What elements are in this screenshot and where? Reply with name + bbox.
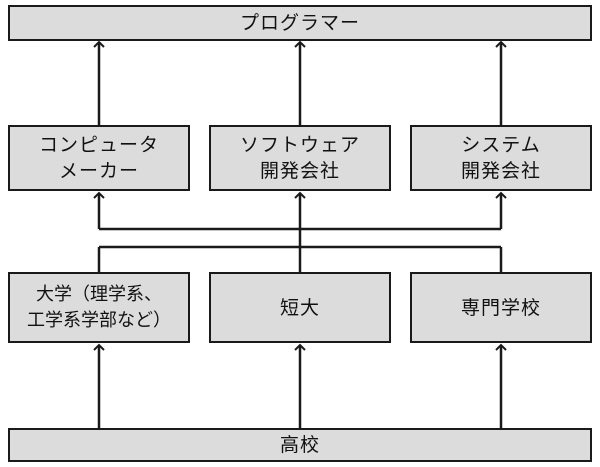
high-school-box: 高校	[8, 428, 592, 462]
programmer-label: プログラマー	[239, 12, 360, 34]
university-line-2: 工学系学部など）	[27, 309, 171, 331]
junior-college-box: 短大	[209, 272, 391, 343]
software-company-line-1: ソフトウェア	[239, 134, 360, 156]
software-company-box: ソフトウェア 開発会社	[209, 125, 391, 191]
high-school-label: 高校	[279, 434, 320, 456]
university-line-1: 大学（理学系、	[36, 283, 162, 305]
vocational-school-box: 専門学校	[410, 272, 592, 343]
system-company-line-1: システム	[461, 134, 541, 156]
system-company-box: システム 開発会社	[410, 125, 592, 191]
junior-college-label: 短大	[279, 296, 320, 319]
computer-maker-box: コンピュータ メーカー	[8, 125, 190, 191]
university-box: 大学（理学系、 工学系学部など）	[8, 272, 190, 343]
computer-maker-line-2: メーカー	[58, 160, 139, 182]
vocational-school-label: 専門学校	[460, 296, 541, 319]
computer-maker-line-1: コンピュータ	[38, 134, 159, 156]
system-company-line-2: 開発会社	[460, 160, 541, 182]
software-company-line-2: 開発会社	[259, 160, 340, 182]
programmer-box: プログラマー	[8, 5, 592, 41]
